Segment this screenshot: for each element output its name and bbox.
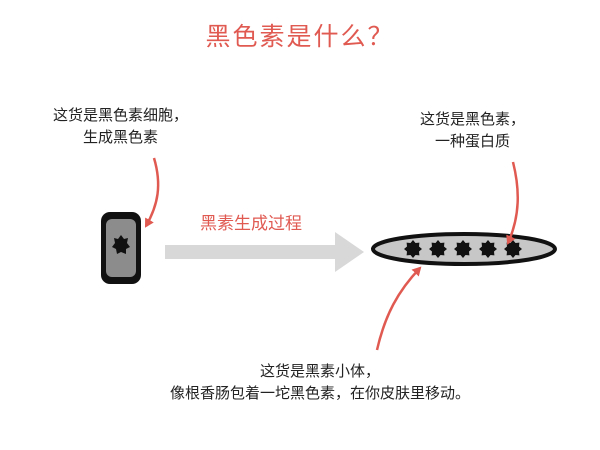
melanocyte-annotation-line-2: 生成黑色素 bbox=[83, 128, 159, 146]
process-arrow bbox=[165, 232, 364, 272]
melanocyte-pointer-arrow bbox=[144, 157, 160, 228]
melanocyte-cell bbox=[101, 212, 141, 284]
melanosome-annotation: 这货是黑素小体， 像根香肠包着一坨黑色素，在你皮肤里移动。 bbox=[170, 360, 470, 404]
melanin-granule bbox=[479, 240, 497, 258]
diagram-title: 黑色素是什么？ bbox=[205, 22, 395, 51]
melanin-granule bbox=[404, 240, 422, 258]
process-label: 黑素生成过程 bbox=[200, 214, 302, 234]
melanocyte-annotation-line-1: 这货是黑色素细胞， bbox=[53, 106, 189, 124]
melanocyte-annotation: 这货是黑色素细胞， 生成黑色素 bbox=[53, 104, 188, 148]
melanin-granule bbox=[504, 240, 522, 258]
melanin-annotation-line-1: 这货是黑色素， bbox=[420, 110, 526, 128]
melanocyte-nucleus bbox=[112, 235, 130, 254]
melanosome bbox=[371, 232, 557, 266]
melanin-granule bbox=[429, 240, 447, 258]
melanosome-annotation-line-1: 这货是黑素小体， bbox=[260, 362, 381, 380]
melanin-annotation-line-2: 一种蛋白质 bbox=[435, 132, 511, 150]
melanin-granule bbox=[454, 240, 472, 258]
process-arrow-shaft bbox=[165, 245, 337, 259]
process-arrow-head bbox=[335, 232, 364, 272]
melanosome-pointer-arrow bbox=[375, 266, 422, 351]
melanin-pointer-arrow bbox=[506, 161, 519, 245]
melanin-annotation: 这货是黑色素， 一种蛋白质 bbox=[420, 108, 525, 152]
melanosome-annotation-line-2: 像根香肠包着一坨黑色素，在你皮肤里移动。 bbox=[170, 384, 471, 402]
